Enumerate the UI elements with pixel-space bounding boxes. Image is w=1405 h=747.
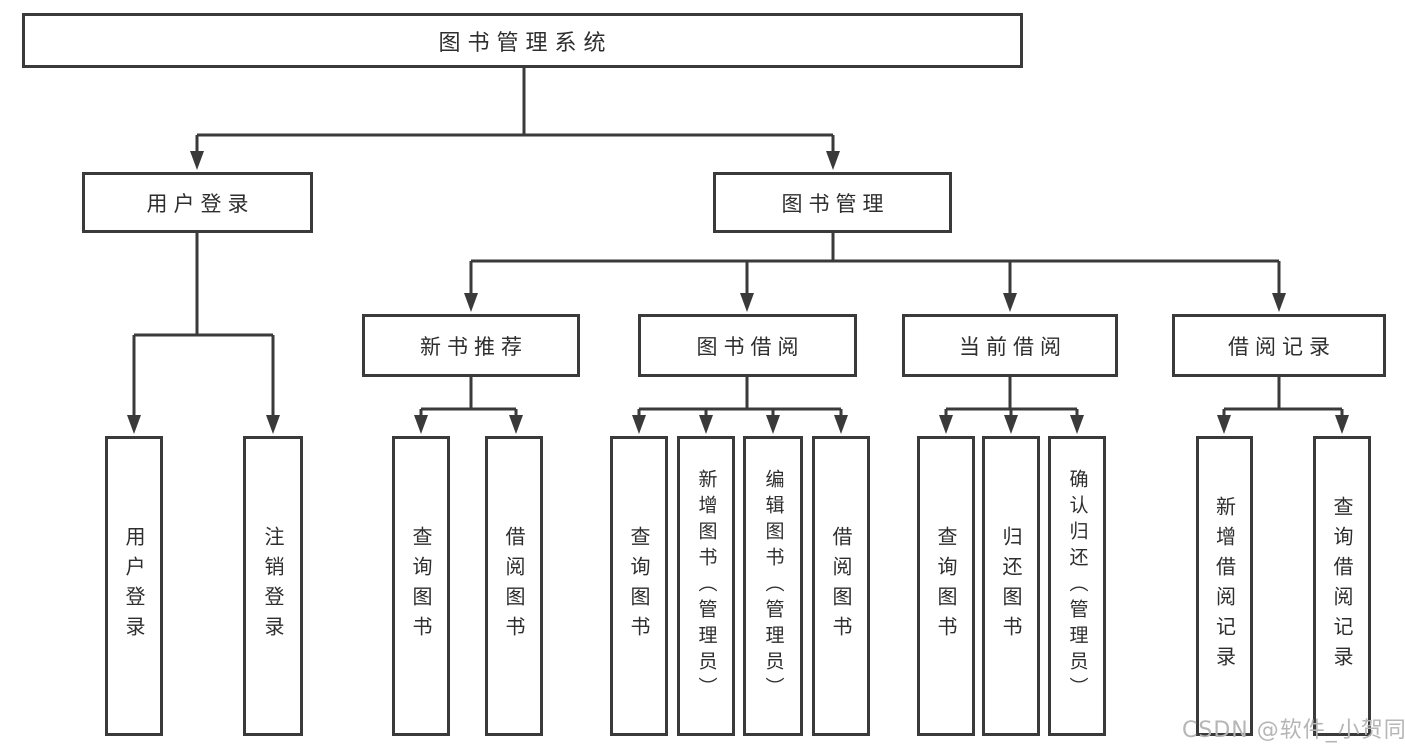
leaf-newbook-borrow-books: 借阅图书 bbox=[485, 436, 543, 736]
leaf-borrow-add-books-admin: 新增图书（管理员） bbox=[677, 436, 735, 736]
leaf-current-return-books: 归还图书 bbox=[982, 436, 1040, 736]
leaf-borrow-borrow-books: 借阅图书 bbox=[812, 436, 870, 736]
arrowheads bbox=[127, 151, 1349, 434]
node-current-borrowing: 当前借阅 bbox=[902, 314, 1118, 377]
leaf-current-confirm-return-admin: 确认归还（管理员） bbox=[1048, 436, 1106, 736]
leaf-newbook-query-books: 查询图书 bbox=[392, 436, 450, 736]
leaf-borrow-edit-books-admin: 编辑图书（管理员） bbox=[743, 436, 803, 736]
leaf-current-query-books: 查询图书 bbox=[917, 436, 975, 736]
leaf-record-add-borrow-record: 新增借阅记录 bbox=[1196, 436, 1253, 736]
leaf-borrow-query-books: 查询图书 bbox=[610, 436, 668, 736]
node-root-library-system: 图书管理系统 bbox=[22, 13, 1023, 68]
node-book-management: 图书管理 bbox=[713, 172, 952, 233]
leaf-user-login: 用户登录 bbox=[105, 436, 163, 736]
node-borrowing-records: 借阅记录 bbox=[1172, 314, 1386, 377]
node-user-login: 用户登录 bbox=[82, 172, 313, 233]
node-book-borrowing: 图书借阅 bbox=[638, 314, 857, 377]
leaf-record-query-borrow-record: 查询借阅记录 bbox=[1313, 436, 1371, 736]
csdn-watermark: CSDN @软件_小贺同学 bbox=[1182, 718, 1405, 743]
node-new-book-recommend: 新书推荐 bbox=[362, 314, 580, 377]
leaf-logout: 注销登录 bbox=[243, 436, 303, 736]
